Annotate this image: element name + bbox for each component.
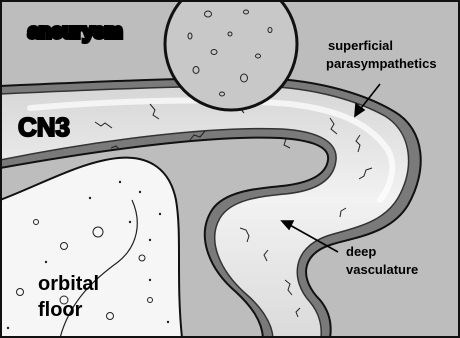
deep-label-line1: deep bbox=[346, 244, 376, 259]
orbital-label-line2: floor bbox=[38, 299, 83, 321]
deep-label-line2: vasculature bbox=[346, 262, 418, 277]
cn3-label: CN3 bbox=[18, 112, 70, 142]
superficial-label-line2: parasympathetics bbox=[326, 56, 437, 71]
aneurysm-label: aneurysm bbox=[28, 21, 123, 43]
superficial-label-line1: superficial bbox=[328, 38, 393, 53]
orbital-label-line1: orbital bbox=[38, 273, 99, 295]
